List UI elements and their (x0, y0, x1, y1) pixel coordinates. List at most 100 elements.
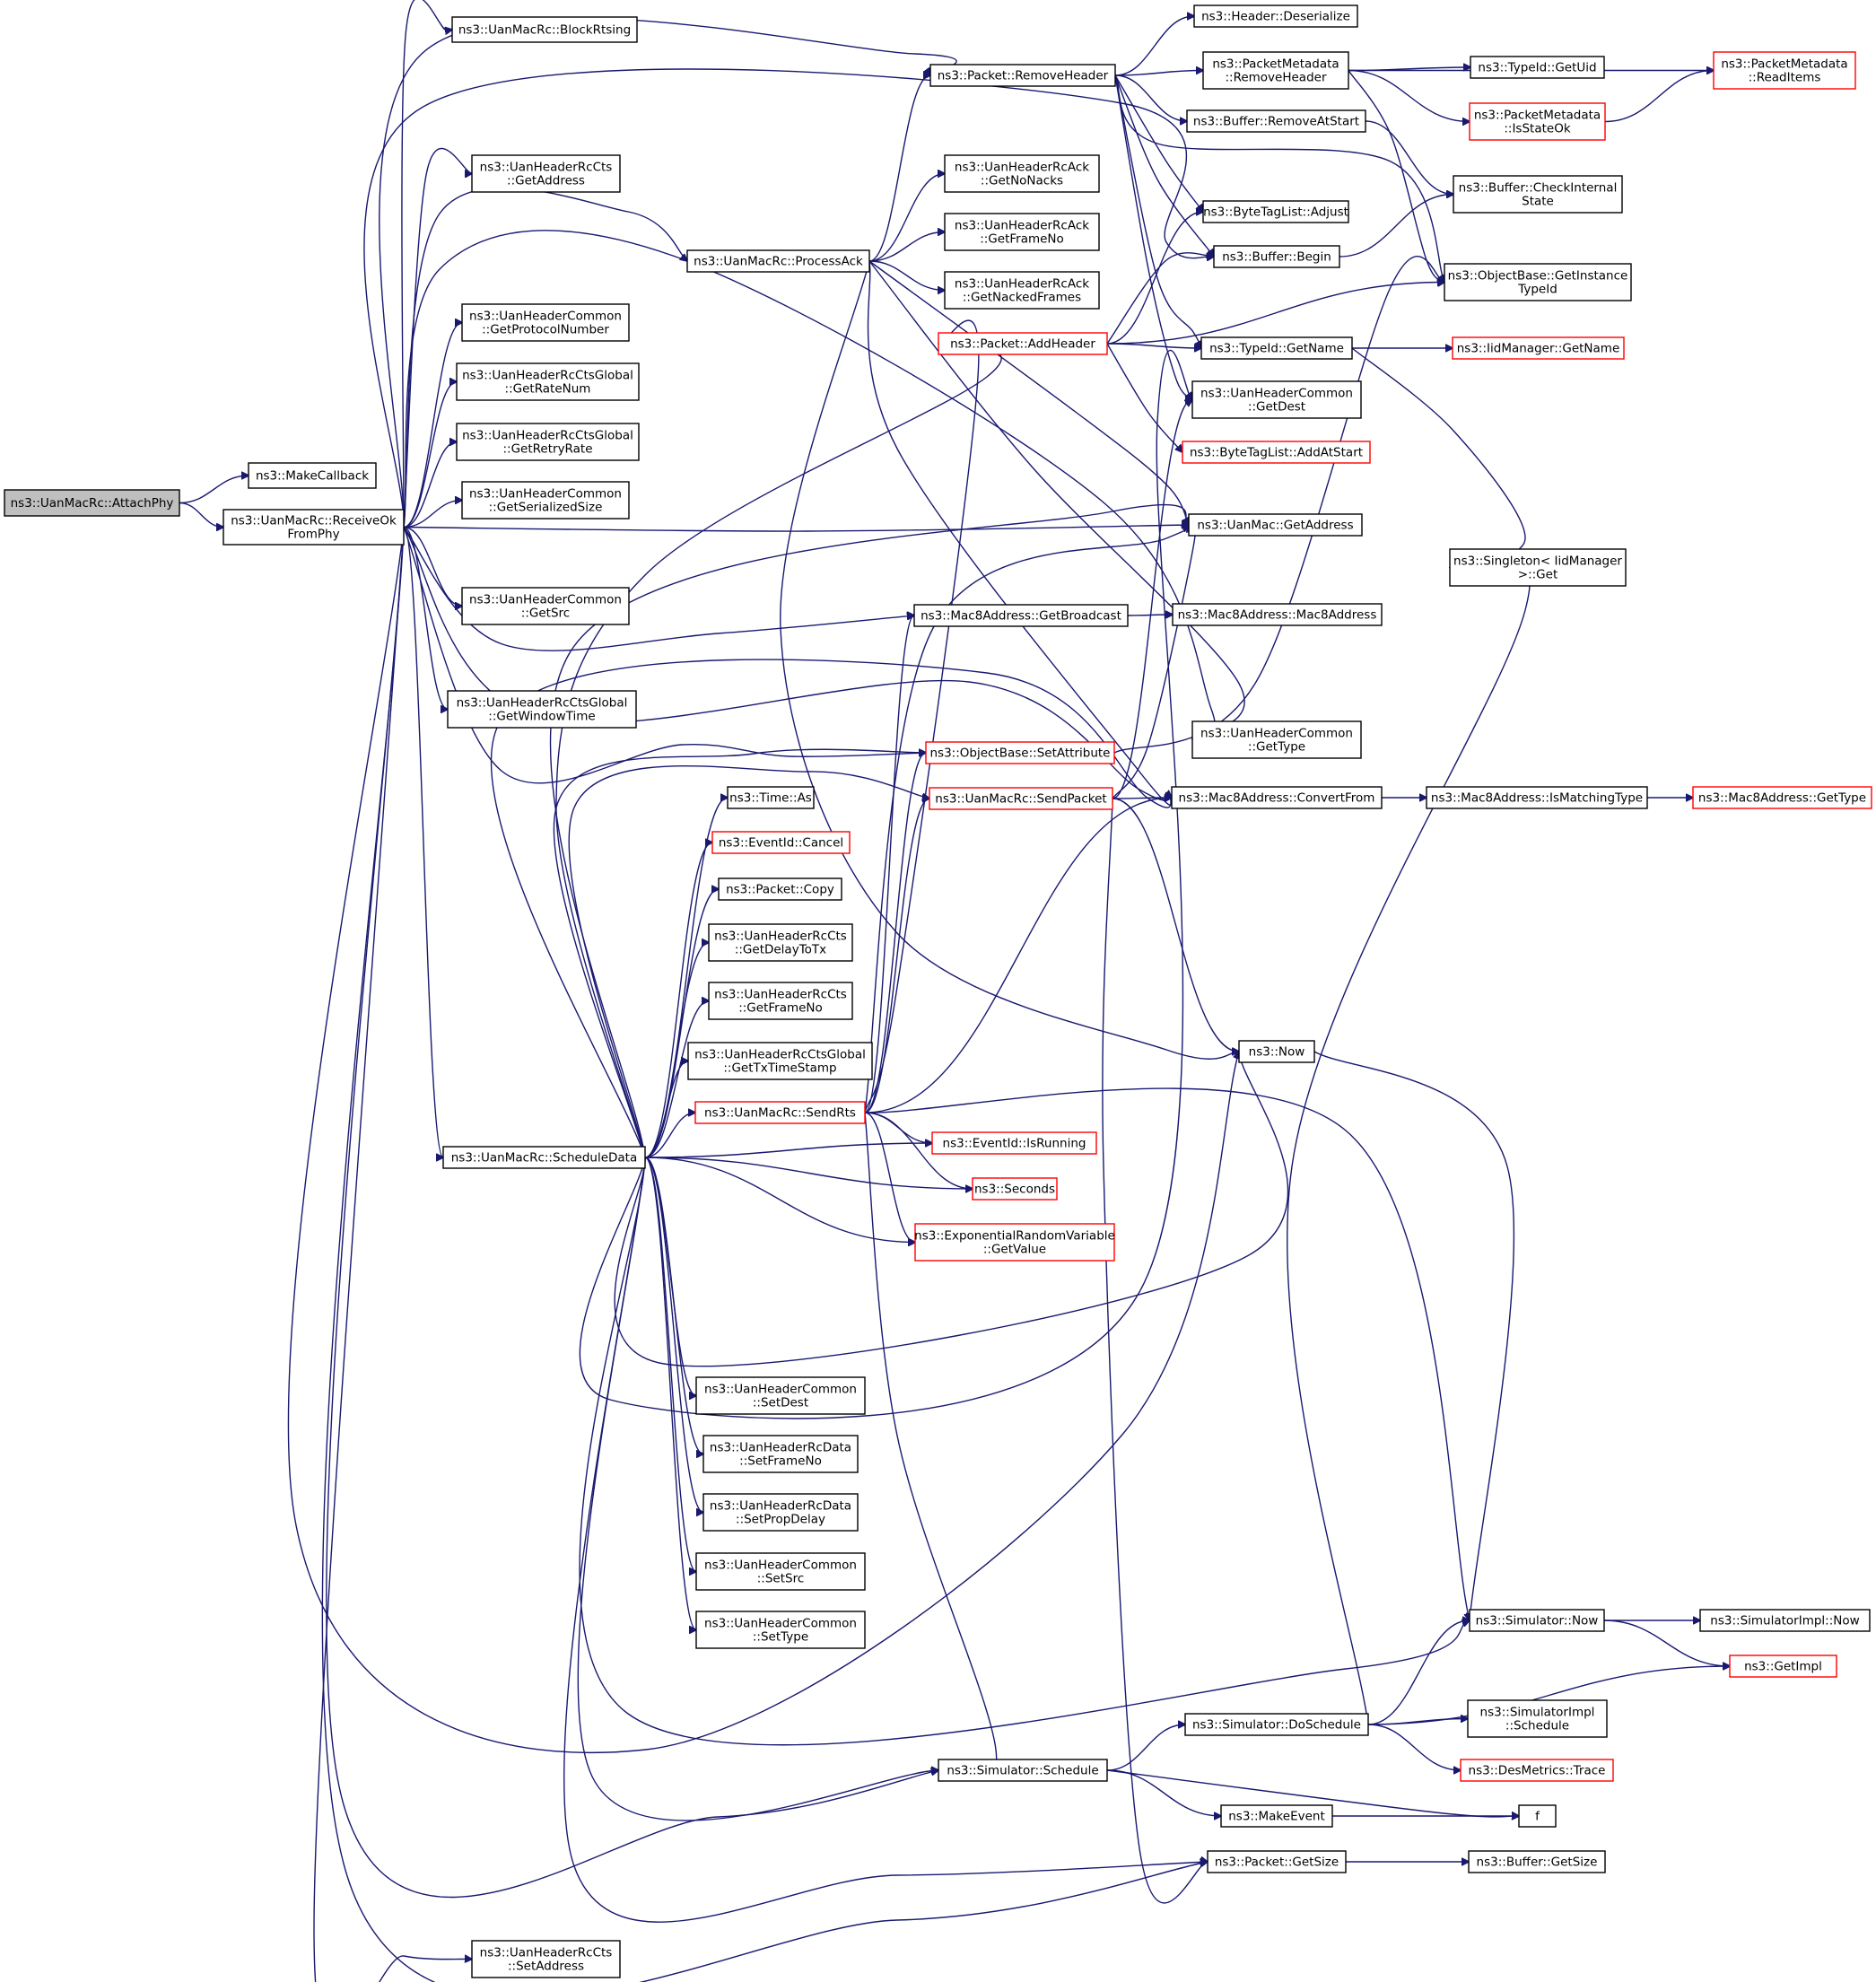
node-isrunning[interactable]: ns3::EventId::IsRunning (931, 1131, 1097, 1155)
node-timeas[interactable]: ns3::Time::As (727, 786, 815, 809)
node-convfrom[interactable]: ns3::Mac8Address::ConvertFrom (1171, 786, 1383, 809)
node-rmheader[interactable]: ns3::Packet::RemoveHeader (929, 64, 1116, 87)
node-pktsize[interactable]: ns3::Packet::GetSize (1207, 1850, 1347, 1873)
node-bufbegin[interactable]: ns3::Buffer::Begin (1213, 245, 1340, 268)
node-label: ::GetFrameNo (738, 1001, 823, 1016)
edge-recv-to-procack (403, 187, 687, 528)
node-now[interactable]: ns3::Now (1238, 1040, 1315, 1063)
node-delaytotx[interactable]: ns3::UanHeaderRcCts::GetDelayToTx (708, 923, 853, 962)
node-box (1191, 380, 1362, 419)
node-blockrts[interactable]: ns3::UanMacRc::BlockRtsing (451, 16, 638, 43)
node-box (461, 481, 630, 520)
node-isstateok[interactable]: ns3::PacketMetadata::IsStateOk (1469, 102, 1606, 141)
node-seconds[interactable]: ns3::Seconds (972, 1177, 1058, 1201)
node-box (447, 690, 637, 729)
node-getdest[interactable]: ns3::UanHeaderCommon::GetDest (1191, 380, 1362, 419)
node-box (1213, 245, 1340, 268)
node-m8ctor[interactable]: ns3::Mac8Address::Mac8Address (1172, 603, 1383, 626)
node-dosched[interactable]: ns3::Simulator::DoSchedule (1184, 1713, 1369, 1736)
node-label: ::GetTxTimeStamp (723, 1061, 836, 1076)
node-box (1193, 4, 1358, 28)
node-simsched[interactable]: ns3::Simulator::Schedule (938, 1759, 1108, 1782)
node-setdest[interactable]: ns3::UanHeaderCommon::SetDest (695, 1376, 866, 1415)
node-makeevent[interactable]: ns3::MakeEvent (1220, 1804, 1333, 1828)
node-retryrate[interactable]: ns3::UanHeaderRcCtsGlobal::GetRetryRate (456, 423, 640, 461)
node-sendpkt[interactable]: ns3::UanMacRc::SendPacket (929, 787, 1113, 810)
node-box (456, 423, 640, 461)
node-bufsize[interactable]: ns3::Buffer::GetSize (1468, 1850, 1606, 1873)
edge-addheader-to-insttid (1106, 283, 1444, 345)
node-protonum[interactable]: ns3::UanHeaderCommon::GetProtocolNumber (461, 303, 630, 342)
node-sched[interactable]: ns3::UanMacRc::ScheduleData (442, 1146, 646, 1169)
node-settype[interactable]: ns3::UanHeaderCommon::SetType (695, 1611, 866, 1649)
node-label: ::GetNackedFrames (963, 291, 1081, 305)
node-txts[interactable]: ns3::UanHeaderRcCtsGlobal::GetTxTimeStam… (687, 1042, 873, 1080)
node-nonacks[interactable]: ns3::UanHeaderRcAck::GetNoNacks (944, 154, 1100, 193)
node-addheader[interactable]: ns3::Packet::AddHeader (938, 332, 1108, 355)
node-label: ::GetWindowTime (488, 710, 595, 724)
node-uanaddr[interactable]: ns3::UanMac::GetAddress (1188, 513, 1363, 537)
edge-pmrm-to-getuid (1348, 67, 1470, 71)
node-adjust[interactable]: ns3::ByteTagList::Adjust (1202, 200, 1349, 223)
node-tidname[interactable]: ns3::TypeId::GetName (1200, 336, 1353, 360)
node-expval[interactable]: ns3::ExponentialRandomVariable::GetValue (914, 1223, 1115, 1262)
node-sersize[interactable]: ns3::UanHeaderCommon::GetSerializedSize (461, 481, 630, 520)
node-box (929, 787, 1113, 810)
node-wintime[interactable]: ns3::UanHeaderRcCtsGlobal::GetWindowTime (447, 690, 637, 729)
node-label: ::GetNoNacks (981, 174, 1063, 188)
node-getbcast[interactable]: ns3::Mac8Address::GetBroadcast (913, 604, 1129, 627)
node-ctsframe[interactable]: ns3::UanHeaderRcCts::GetFrameNo (708, 982, 853, 1020)
node-iidname[interactable]: ns3::IidManager::GetName (1452, 336, 1625, 360)
node-setaddr[interactable]: ns3::UanHeaderRcCts::SetAddress (471, 1940, 621, 1978)
node-procack[interactable]: ns3::UanMacRc::ProcessAck (686, 249, 870, 273)
node-setsrc[interactable]: ns3::UanHeaderCommon::SetSrc (695, 1552, 866, 1591)
node-setattr[interactable]: ns3::ObjectBase::SetAttribute (925, 741, 1115, 764)
node-label: ::GetRetryRate (502, 442, 592, 457)
node-box (695, 1376, 866, 1415)
node-label: State (1522, 195, 1554, 209)
node-getimpl[interactable]: ns3::GetImpl (1729, 1655, 1837, 1678)
node-ackframe[interactable]: ns3::UanHeaderRcAck::GetFrameNo (944, 213, 1100, 251)
node-box (695, 1611, 866, 1649)
node-propdelay[interactable]: ns3::UanHeaderRcData::SetPropDelay (702, 1493, 859, 1532)
edge-sched-to-isrunning (644, 1143, 932, 1158)
node-addatstart[interactable]: ns3::ByteTagList::AddAtStart (1182, 441, 1371, 464)
node-pmrm[interactable]: ns3::PacketMetadata::RemoveHeader (1202, 51, 1349, 90)
node-f[interactable]: f (1518, 1804, 1557, 1828)
node-implnow[interactable]: ns3::SimulatorImpl::Now (1699, 1609, 1871, 1632)
node-getsrc[interactable]: ns3::UanHeaderCommon::GetSrc (461, 587, 630, 625)
node-getuid[interactable]: ns3::TypeId::GetUid (1470, 56, 1605, 79)
node-label: ns3::Buffer::GetSize (1477, 1855, 1598, 1870)
node-implsched[interactable]: ns3::SimulatorImpl::Schedule (1467, 1699, 1608, 1738)
node-dataframe[interactable]: ns3::UanHeaderRcData::SetFrameNo (702, 1435, 859, 1473)
node-ctsaddr[interactable]: ns3::UanHeaderRcCts::GetAddress (471, 154, 621, 193)
node-readitems[interactable]: ns3::PacketMetadata::ReadItems (1713, 51, 1856, 90)
node-sendrts[interactable]: ns3::UanMacRc::SendRts (694, 1101, 866, 1124)
node-makecb[interactable]: ns3::MakeCallback (248, 462, 377, 489)
node-deser[interactable]: ns3::Header::Deserialize (1193, 4, 1358, 28)
node-gettype[interactable]: ns3::UanHeaderCommon::GetType (1191, 720, 1362, 759)
node-ratenum[interactable]: ns3::UanHeaderRcCtsGlobal::GetRateNum (456, 362, 640, 401)
node-label: ns3::UanHeaderRcData (710, 1499, 851, 1514)
node-label: ns3::UanMacRc::BlockRtsing (458, 23, 631, 38)
node-label: ns3::UanMacRc::ProcessAck (694, 255, 863, 269)
node-trace[interactable]: ns3::DesMetrics::Trace (1460, 1759, 1614, 1782)
node-attach[interactable]: ns3::UanMacRc::AttachPhy (4, 489, 180, 517)
node-box (1171, 786, 1383, 809)
node-bufrm[interactable]: ns3::Buffer::RemoveAtStart (1186, 109, 1366, 133)
node-nacked[interactable]: ns3::UanHeaderRcAck::GetNackedFrames (944, 271, 1100, 310)
node-m8type[interactable]: ns3::Mac8Address::GetType (1692, 786, 1872, 809)
node-pktcopy[interactable]: ns3::Packet::Copy (718, 877, 842, 901)
node-evcancel[interactable]: ns3::EventId::Cancel (711, 831, 851, 854)
node-simnow[interactable]: ns3::Simulator::Now (1469, 1609, 1605, 1632)
node-ismatch[interactable]: ns3::Mac8Address::IsMatchingType (1426, 786, 1648, 809)
edge-recv-to-wintime (403, 526, 448, 710)
node-box (1444, 263, 1632, 301)
node-label: ns3::Mac8Address::ConvertFrom (1179, 791, 1375, 806)
node-singleton[interactable]: ns3::Singleton< IidManager>::Get (1449, 548, 1627, 587)
node-label: ns3::UanMacRc::ReceiveOk (231, 514, 397, 528)
node-label: ns3::Simulator::Now (1476, 1614, 1599, 1628)
